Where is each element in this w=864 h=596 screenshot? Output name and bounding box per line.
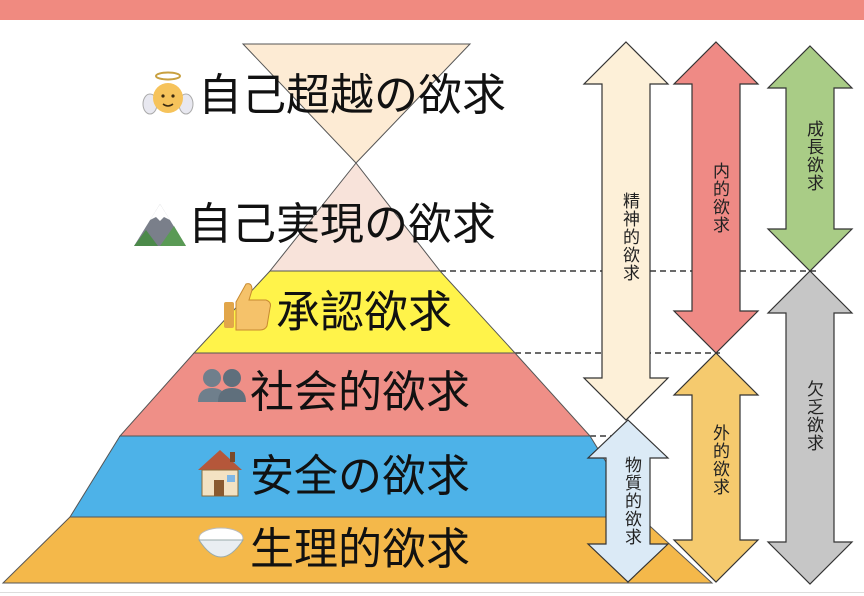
tier-label-self-transcendence: 自己超越の欲求	[198, 70, 506, 121]
house-icon	[198, 450, 242, 497]
tier-label-physiological: 生理的欲求	[250, 524, 470, 575]
arrow-material	[586, 419, 670, 583]
arrow-label-external: 外的欲求	[709, 424, 729, 496]
arrow-label-deficiency: 欠乏欲求	[803, 380, 823, 452]
arrow-label-internal: 内的欲求	[709, 162, 729, 234]
tier-label-esteem: 承認欲求	[276, 287, 452, 338]
tier-shape-physiological	[1, 516, 714, 584]
rice-bowl-icon	[198, 527, 244, 558]
thumbs-up-icon	[224, 283, 271, 331]
arrow-spiritual	[582, 41, 670, 421]
tier-label-safety: 安全の欲求	[250, 451, 470, 502]
people-silhouette-icon	[198, 369, 246, 402]
arrow-deficiency	[766, 270, 854, 585]
angel-baby-icon	[142, 71, 194, 115]
tier-shape-self-transcendence	[241, 43, 472, 164]
arrow-label-material: 物質的欲求	[621, 456, 641, 546]
arrow-label-growth: 成長欲求	[803, 120, 823, 192]
arrow-external	[672, 352, 760, 583]
tier-label-social: 社会的欲求	[250, 367, 470, 418]
tier-label-self-actualization: 自己実現の欲求	[188, 199, 496, 250]
mountain-icon	[134, 204, 186, 246]
arrow-label-spiritual: 精神的欲求	[619, 192, 639, 282]
header-bar	[0, 0, 864, 20]
bottom-divider	[0, 592, 864, 593]
